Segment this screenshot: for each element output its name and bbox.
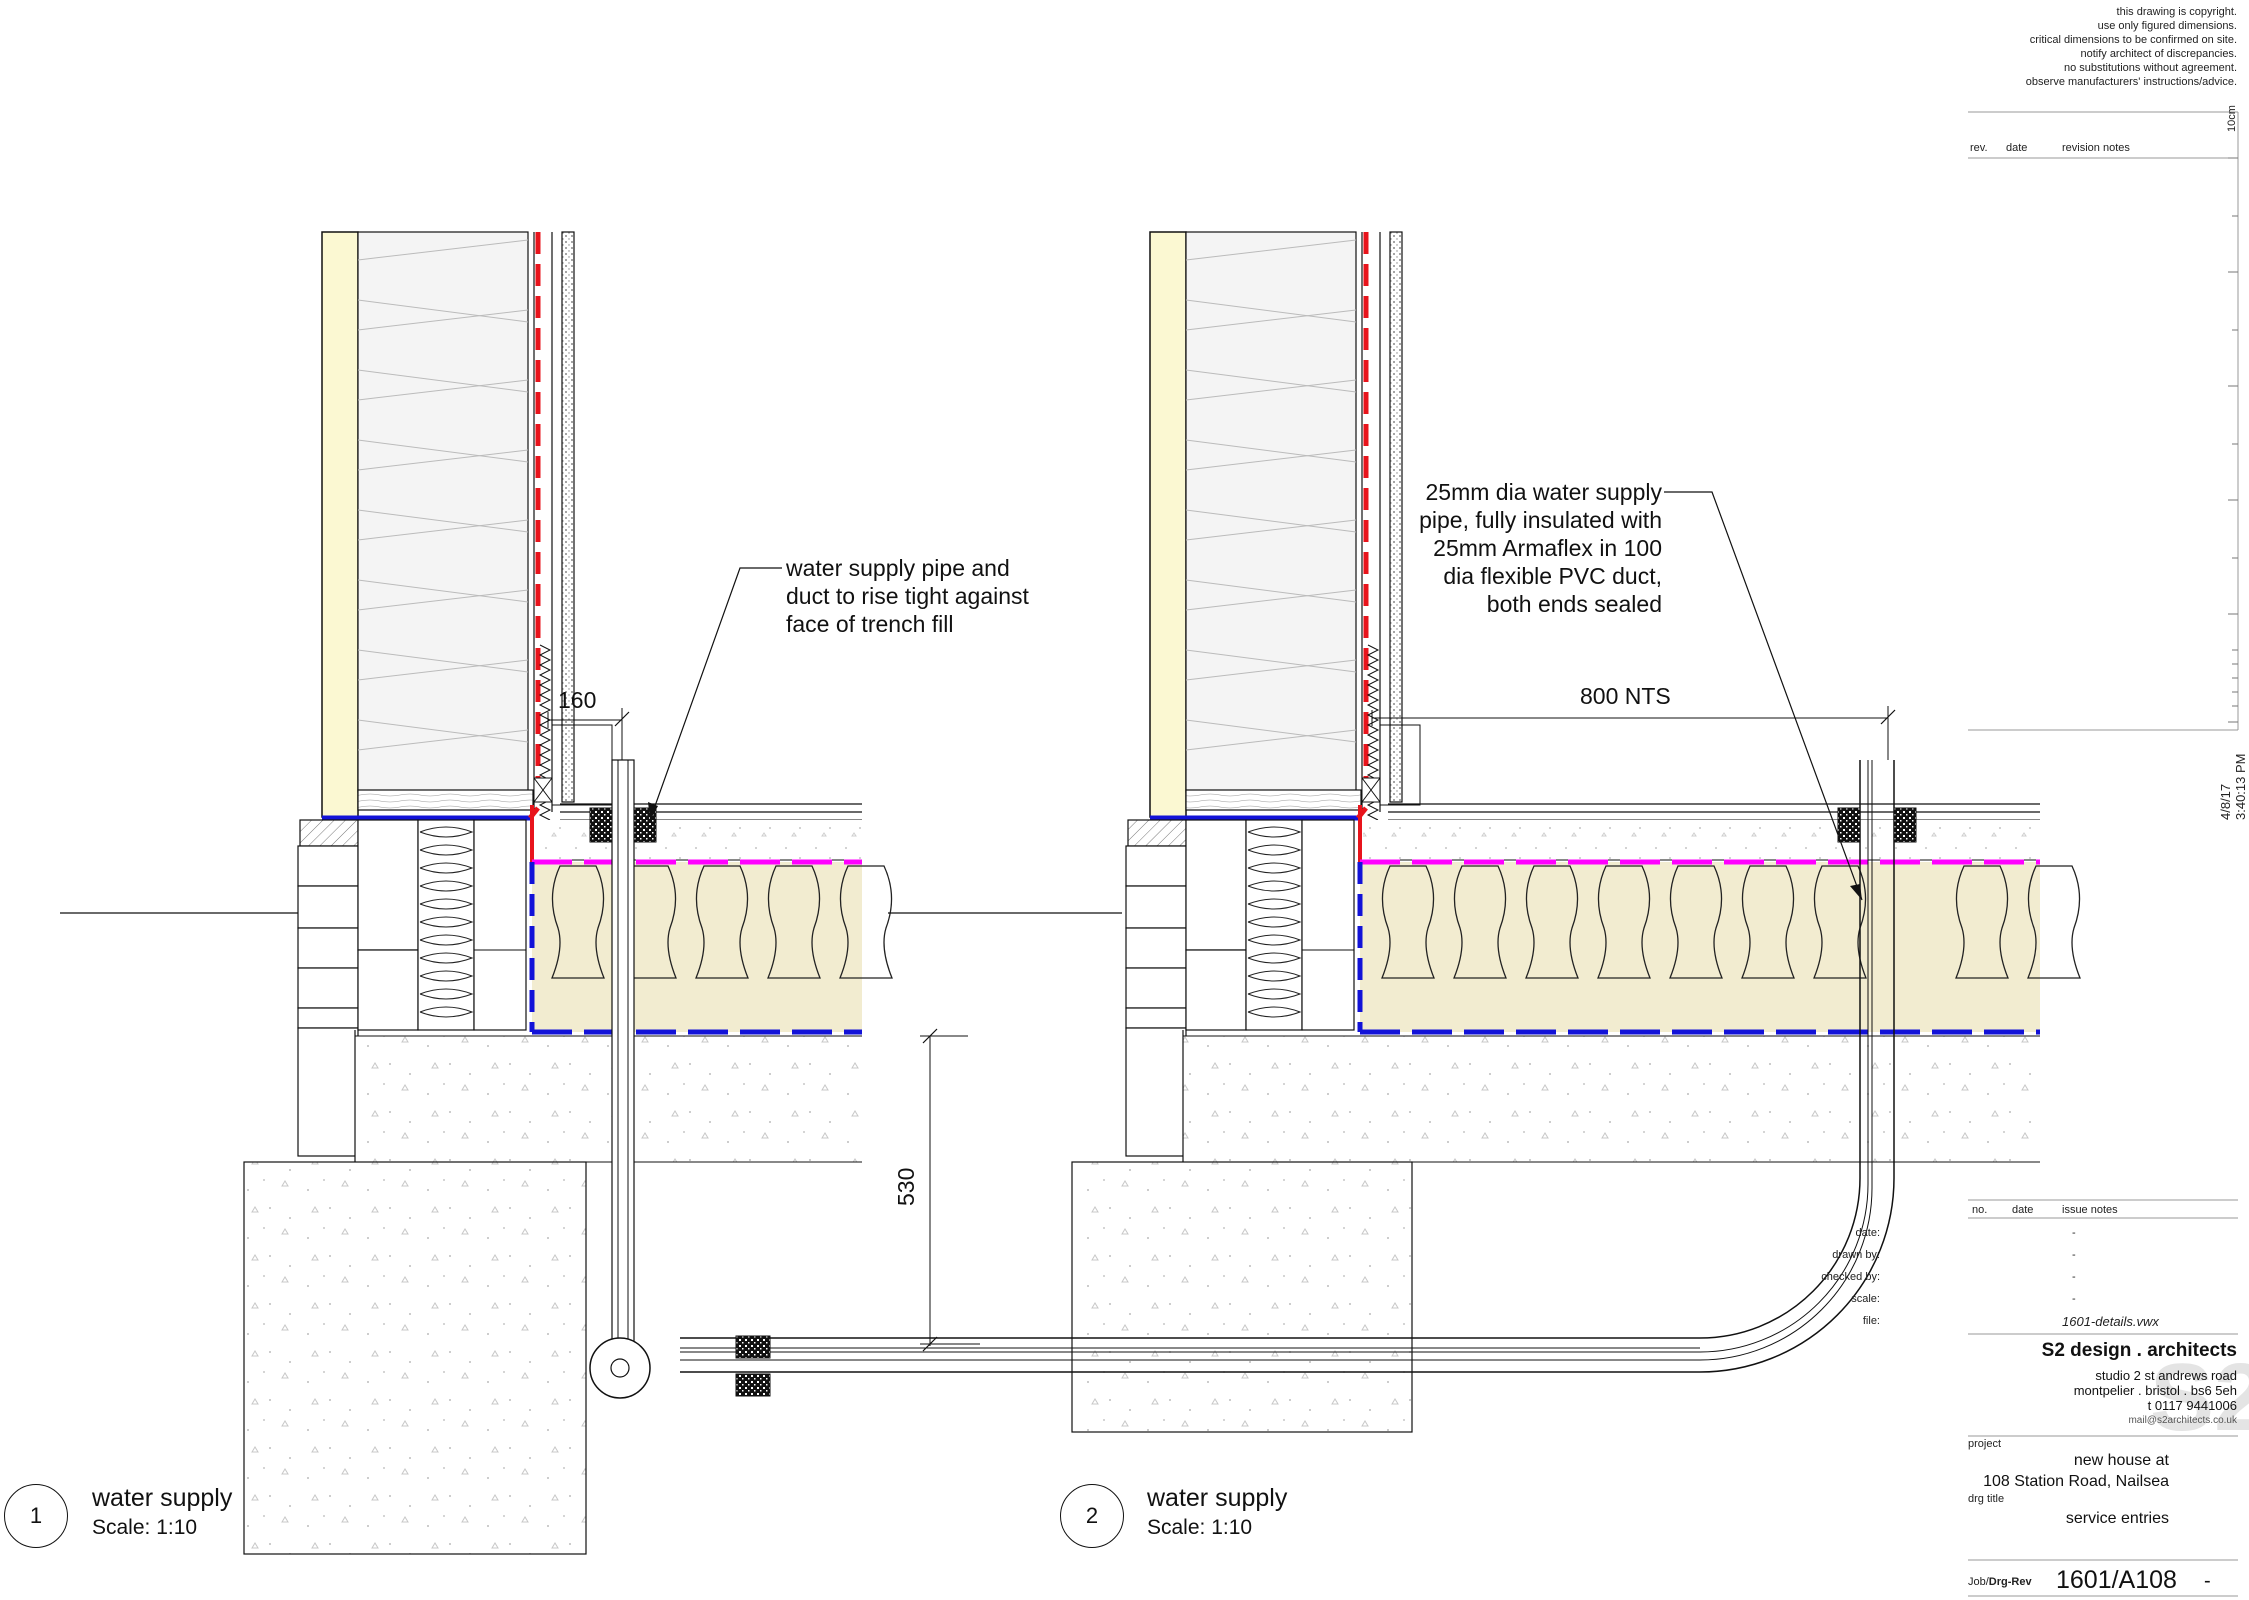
note-line: duct to rise tight against <box>786 583 1029 609</box>
detail-1-drawing <box>60 231 893 1555</box>
field-value-checked-by: - <box>2072 1271 2076 1283</box>
detail-1-title: water supply <box>92 1484 233 1512</box>
field-value-file: 1601-details.vwx <box>2062 1314 2159 1329</box>
note-line: face of trench fill <box>786 611 954 637</box>
detail-1-note: water supply pipe and duct to rise tight… <box>786 554 1029 638</box>
copyright-line: notify architect of discrepancies. <box>2080 48 2237 60</box>
note-line: 25mm Armaflex in 100 <box>1433 535 1662 561</box>
detail-2-drawing <box>680 231 2081 1433</box>
copyright-line: use only figured dimensions. <box>2097 20 2237 32</box>
field-value-drawn-by: - <box>2072 1249 2076 1261</box>
scale-bar-label: 10cm <box>2226 105 2238 132</box>
address-line: mail@s2architects.co.uk <box>2128 1415 2237 1426</box>
field-label-date: date: <box>1855 1227 1880 1239</box>
detail-2-title: water supply <box>1147 1484 1288 1512</box>
dimension-160: 160 <box>558 687 597 713</box>
revision-col-rev: rev. <box>1970 142 1988 154</box>
detail-2-marker: 2 <box>1060 1484 1124 1548</box>
project-label: project <box>1968 1438 2002 1450</box>
issue-col-notes: issue notes <box>2062 1204 2118 1216</box>
job-label: Job/Drg-Rev <box>1968 1576 2032 1588</box>
detail-1-scale: Scale: 1:10 <box>92 1516 198 1539</box>
detail-number: 1 <box>29 1503 43 1528</box>
note-line: 25mm dia water supply <box>1425 479 1663 505</box>
copyright-notes: this drawing is copyright. use only figu… <box>2026 5 2237 89</box>
field-value-date: - <box>2072 1227 2076 1239</box>
firm-address: studio 2 st andrews road montpelier . br… <box>2074 1368 2237 1428</box>
note-line: water supply pipe and <box>786 555 1010 581</box>
dimension-530: 530 <box>893 1167 919 1206</box>
issue-col-date: date <box>2012 1204 2034 1216</box>
title-block-frame <box>1968 111 2239 1597</box>
drawing-revision: - <box>2204 1570 2211 1592</box>
drg-title-label: drg title <box>1968 1493 2005 1505</box>
project-line: 108 Station Road, Nailsea <box>1983 1473 2169 1490</box>
issue-col-no: no. <box>1972 1204 1988 1216</box>
detail-1-marker: 1 <box>4 1484 68 1548</box>
firm-name: S2 design . architects <box>2041 1340 2237 1361</box>
s2-logo-watermark: S2 <box>2150 1344 2249 1451</box>
copyright-line: this drawing is copyright. <box>2116 6 2237 18</box>
detail-number: 2 <box>1085 1503 1099 1528</box>
project-name: new house at 108 Station Road, Nailsea <box>1983 1450 2169 1492</box>
job-label-a: Job/ <box>1968 1576 1989 1588</box>
field-label-scale: scale: <box>1851 1293 1880 1305</box>
dimension-800: 800 NTS <box>1580 683 1671 709</box>
field-value-scale: - <box>2072 1293 2076 1305</box>
drg-title: service entries <box>2065 1510 2169 1527</box>
plot-date: 4/8/17 <box>2218 783 2233 820</box>
plot-time: 3:40:13 PM <box>2233 753 2248 821</box>
revision-col-notes: revision notes <box>2062 142 2130 154</box>
detail-2-note: 25mm dia water supply pipe, fully insula… <box>1400 478 1662 618</box>
copyright-line: no substitutions without agreement. <box>2063 62 2237 74</box>
address-line: studio 2 st andrews road <box>2095 1368 2237 1383</box>
copyright-line: observe manufacturers' instructions/advi… <box>2025 76 2237 88</box>
note-line: dia flexible PVC duct, <box>1443 563 1662 589</box>
scale-bar <box>2228 157 2238 723</box>
copyright-line: critical dimensions to be confirmed on s… <box>2029 34 2237 46</box>
note-line: both ends sealed <box>1486 591 1662 617</box>
job-label-b: Drg-Rev <box>1988 1576 2032 1588</box>
field-label-checked-by: checked by: <box>1821 1271 1880 1283</box>
field-label-file: file: <box>1862 1315 1880 1327</box>
revision-col-date: date <box>2006 142 2028 154</box>
address-line: t 0117 9441006 <box>2147 1398 2237 1413</box>
note-line: pipe, fully insulated with <box>1419 507 1662 533</box>
field-label-drawn-by: drawn by: <box>1832 1249 1880 1261</box>
job-number: 1601/A108 <box>2056 1566 2177 1594</box>
project-line: new house at <box>2073 1452 2169 1469</box>
address-line: montpelier . bristol . bs6 5eh <box>2073 1383 2237 1398</box>
detail-2-scale: Scale: 1:10 <box>1147 1516 1253 1539</box>
